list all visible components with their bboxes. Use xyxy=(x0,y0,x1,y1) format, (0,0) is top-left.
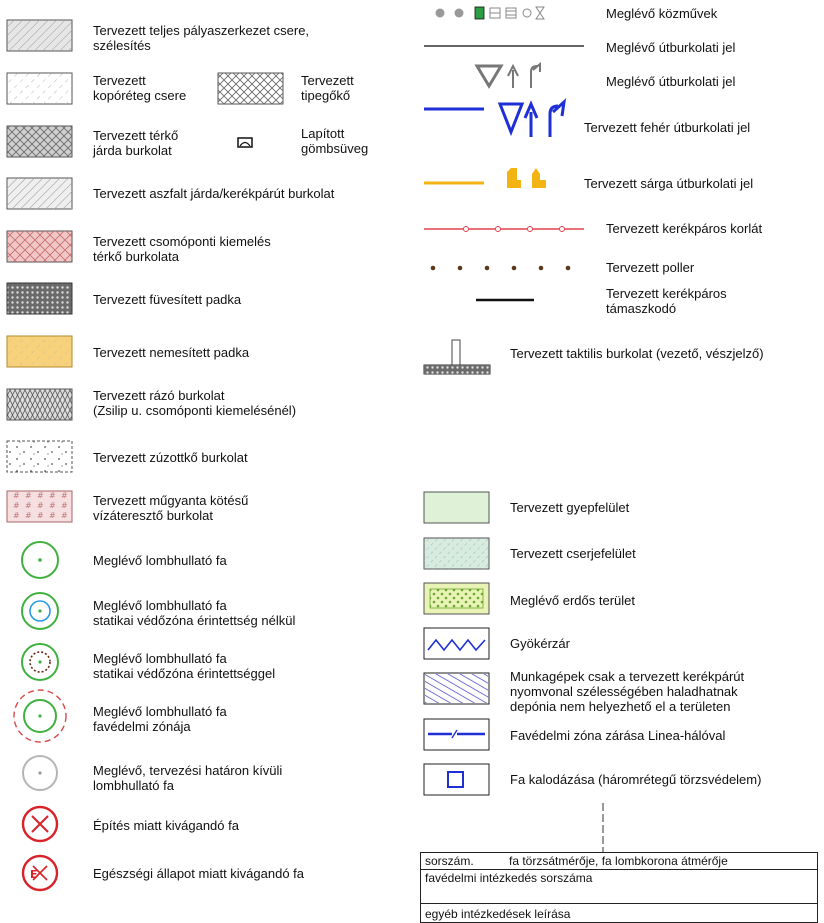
label-nemesitett: Tervezett nemesített padka xyxy=(93,345,250,360)
label-gyokerzar: Gyökérzár xyxy=(510,636,570,651)
label-fuvesitett: Tervezett füvesített padka xyxy=(93,292,242,307)
label-fa1: Meglévő lombhullató fa xyxy=(93,553,227,568)
label-favedelmi: Favédelmi zóna zárása Linea-hálóval xyxy=(510,728,726,743)
swatch-terko xyxy=(6,125,73,158)
existing-road-mark-icons xyxy=(474,61,541,89)
swatch-erdos xyxy=(423,582,490,615)
tree-icon-no-static-zone xyxy=(21,592,59,630)
label-kalodazas: Fa kalodázása (háromrétegű törzsvédelem) xyxy=(510,772,762,787)
tree-icon-protection-zone xyxy=(13,689,67,743)
label-korlat: Tervezett kerékpáros korlát xyxy=(606,221,763,236)
swatch-csomoponti xyxy=(6,230,73,263)
swatch-fuvesitett xyxy=(6,282,73,315)
label-tipegoko: Tervezett tipegőkő xyxy=(301,73,354,103)
white-road-mark-icons xyxy=(424,98,567,137)
svg-text:E: E xyxy=(30,868,38,881)
swatch-zuzottko xyxy=(6,440,73,473)
swatch-teljes xyxy=(6,19,73,52)
lapitott-gombsuveg-icon xyxy=(237,137,253,148)
label-terko: Tervezett térkő járda burkolat xyxy=(93,128,179,158)
label-utburk2: Meglévő útburkolati jel xyxy=(606,74,736,89)
yellow-road-mark-icons xyxy=(424,168,546,188)
label-fa6: Építés miatt kivágandó fa xyxy=(93,818,239,833)
label-fa2: Meglévő lombhullató fa statikai védőzóna… xyxy=(93,598,296,628)
tactile-paving-icon xyxy=(423,339,491,375)
linea-net-icon xyxy=(423,718,490,751)
label-fa4: Meglévő lombhullató fa favédelmi zónája xyxy=(93,704,227,734)
tree-cage-icon xyxy=(423,763,490,796)
swatch-cserje xyxy=(423,537,490,570)
swatch-nemesitett xyxy=(6,335,73,368)
label-lapitott: Lapított gömbsüveg xyxy=(301,126,369,156)
tree-label-table: sorszám. fa törzsátmérője, fa lombkorona… xyxy=(420,852,818,923)
label-feher: Tervezett fehér útburkolati jel xyxy=(584,120,751,135)
label-mugyanta: Tervezett műgyanta kötésű vízáteresztő b… xyxy=(93,493,249,523)
tree-icon-deciduous xyxy=(21,541,59,579)
utilities-icons xyxy=(435,6,545,20)
bike-railing-line xyxy=(424,226,584,232)
label-fa5: Meglévő, tervezési határon kívüli lombhu… xyxy=(93,763,283,793)
label-gyep: Tervezett gyepfelület xyxy=(510,500,630,515)
swatch-mugyanta xyxy=(6,490,73,523)
label-kozmuvek: Meglévő közművek xyxy=(606,6,718,21)
table-row3: egyéb intézkedések leírása xyxy=(425,907,571,921)
swatch-aszfalt xyxy=(6,177,73,210)
table-divider-2 xyxy=(421,903,817,904)
label-erdos: Meglévő erdős terület xyxy=(510,593,636,608)
swatch-razo xyxy=(6,388,73,421)
label-sarga: Tervezett sárga útburkolati jel xyxy=(584,176,754,191)
table-row1-left: sorszám. xyxy=(425,854,474,868)
label-csomoponti: Tervezett csomóponti kiemelés térkő burk… xyxy=(93,234,271,264)
tree-icon-static-zone xyxy=(21,643,59,681)
label-poller: Tervezett poller xyxy=(606,260,695,275)
swatch-munkagep xyxy=(423,672,490,705)
tree-cut-health-icon: E xyxy=(21,854,59,892)
label-zuzottko: Tervezett zúzottkő burkolat xyxy=(93,450,248,465)
label-fa3: Meglévő lombhullató fa statikai védőzóna… xyxy=(93,651,276,681)
poller-dots xyxy=(430,265,571,271)
table-row1-right: fa törzsátmérője, fa lombkorona átmérője xyxy=(509,854,728,868)
tree-icon-outside-boundary xyxy=(22,755,58,791)
label-fa7: Egészségi állapot miatt kivágandó fa xyxy=(93,866,305,881)
label-aszfalt: Tervezett aszfalt járda/kerékpárút burko… xyxy=(93,186,335,201)
label-kopo: Tervezett kopóréteg csere xyxy=(93,73,187,103)
swatch-kopo xyxy=(6,72,73,105)
label-taktilis: Tervezett taktilis burkolat (vezető, vés… xyxy=(510,346,764,361)
swatch-tipegoko xyxy=(217,72,284,105)
label-tamasz: Tervezett kerékpáros támaszkodó xyxy=(606,286,727,316)
label-razo: Tervezett rázó burkolat (Zsilip u. csomó… xyxy=(93,388,297,418)
label-cserje: Tervezett cserjefelület xyxy=(510,546,636,561)
table-row2: favédelmi intézkedés sorszáma xyxy=(425,871,593,885)
tree-cut-construction-icon xyxy=(21,805,59,843)
label-munkagep: Munkagépek csak a tervezett kerékpárút n… xyxy=(510,669,745,714)
table-divider-1 xyxy=(421,869,817,870)
label-utburk1: Meglévő útburkolati jel xyxy=(606,40,736,55)
swatch-gyep xyxy=(423,491,490,524)
label-teljes: Tervezett teljes pályaszerkezet csere, s… xyxy=(93,23,310,53)
root-barrier-icon xyxy=(423,627,490,660)
